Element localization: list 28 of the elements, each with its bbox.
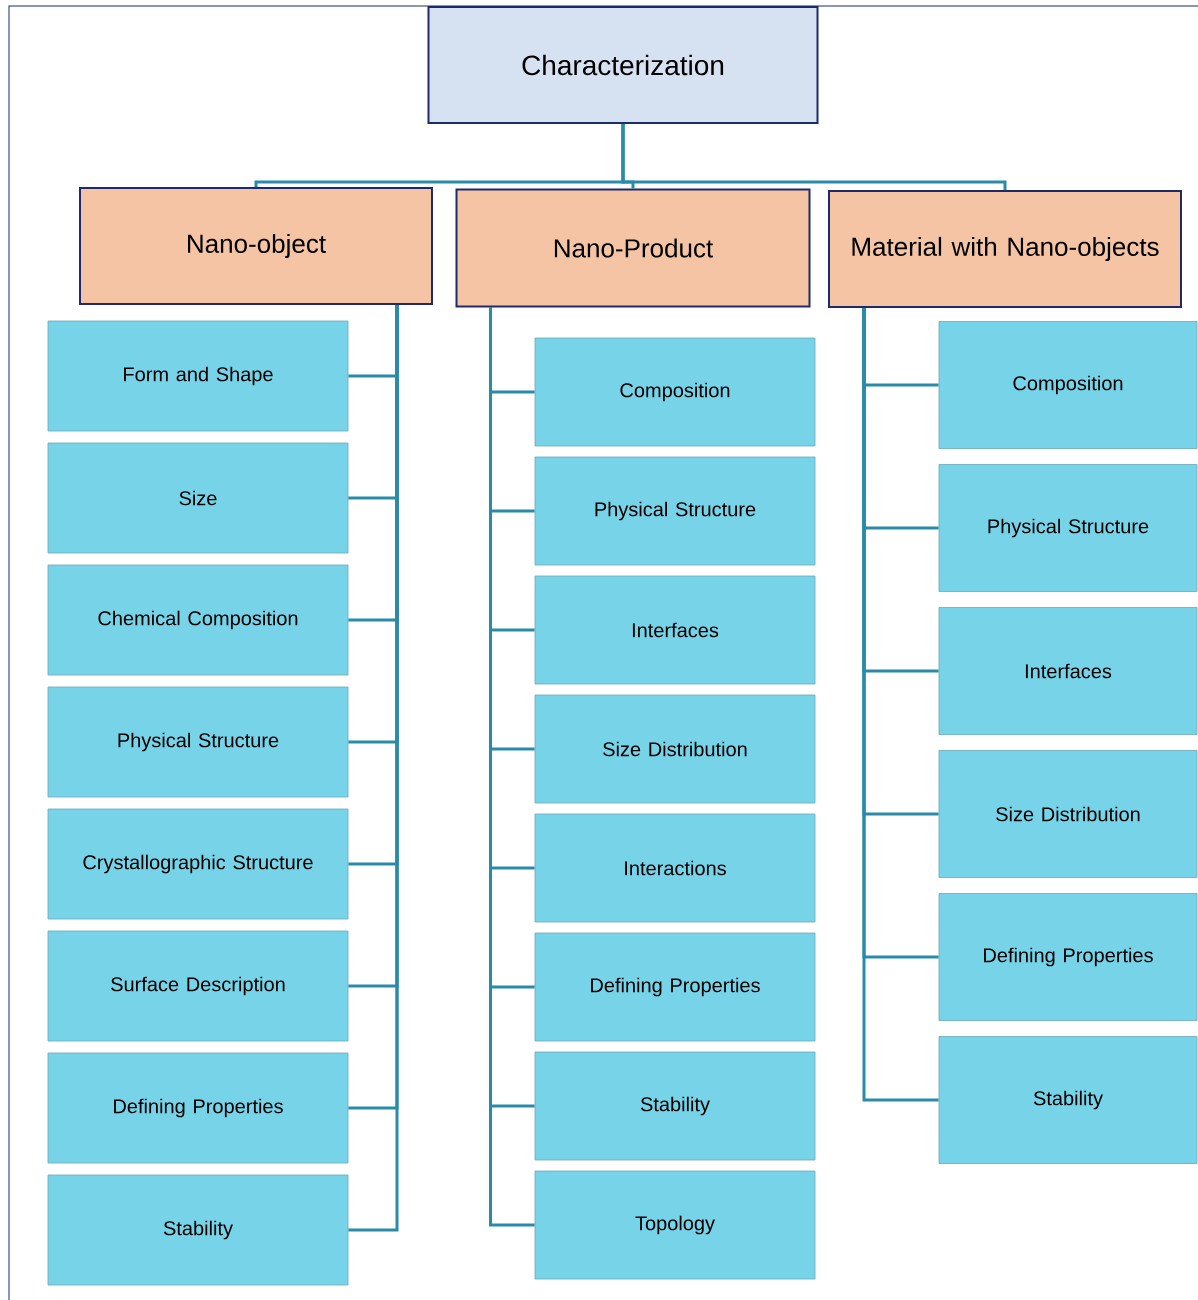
item-box: Size Distribution — [534, 694, 816, 804]
item-box: Interactions — [534, 813, 816, 923]
item-box: Composition — [938, 321, 1198, 449]
category-box: Material with Nano-objects — [828, 190, 1182, 308]
category-box: Nano-Product — [455, 188, 811, 308]
item-box: Surface Description — [47, 930, 349, 1042]
item-box: Stability — [47, 1174, 349, 1286]
item-box: Stability — [534, 1051, 816, 1161]
connector-line — [621, 124, 1007, 190]
item-box: Chemical Composition — [47, 564, 349, 676]
item-box: Form and Shape — [47, 320, 349, 432]
item-box: Defining Properties — [938, 893, 1198, 1021]
item-box: Physical Structure — [938, 464, 1198, 592]
item-box: Physical Structure — [47, 686, 349, 798]
item-box: Composition — [534, 337, 816, 447]
item-box: Topology — [534, 1170, 816, 1280]
item-box: Crystallographic Structure — [47, 808, 349, 920]
item-box: Size — [47, 442, 349, 554]
item-box: Interfaces — [938, 607, 1198, 735]
category-box: Nano-object — [79, 187, 433, 305]
item-box: Stability — [938, 1036, 1198, 1164]
item-box: Size Distribution — [938, 750, 1198, 878]
item-box: Interfaces — [534, 575, 816, 685]
connector-line — [862, 308, 939, 1102]
item-box: Defining Properties — [47, 1052, 349, 1164]
item-box: Physical Structure — [534, 456, 816, 566]
item-box: Defining Properties — [534, 932, 816, 1042]
title-box: Characterization — [427, 6, 819, 124]
